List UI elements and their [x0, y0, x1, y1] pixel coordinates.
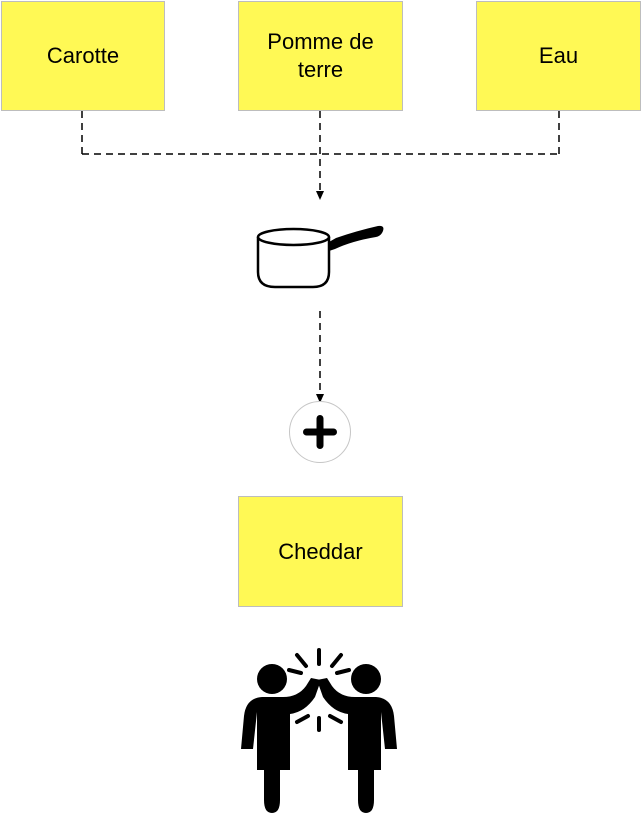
ingredient-note-carotte: Carotte [1, 1, 165, 111]
ingredient-note-cheddar: Cheddar [238, 496, 403, 607]
ingredient-note-pomme-de-terre: Pomme de terre [238, 1, 403, 111]
ingredient-note-eau: Eau [476, 1, 641, 111]
